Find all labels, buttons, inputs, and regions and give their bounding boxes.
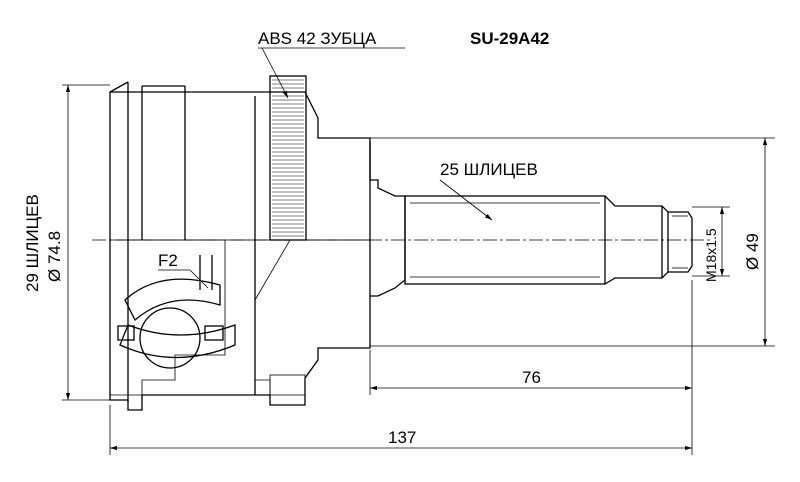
ball <box>139 307 201 369</box>
housing-splines-label: 29 ШЛИЦЕВ <box>23 194 42 292</box>
section-mark-label: F2 <box>158 251 178 270</box>
shaft-length-label: 76 <box>522 368 541 387</box>
thread-label: M18x1.5 <box>703 228 719 282</box>
overall-length-label: 137 <box>388 428 416 447</box>
shaft-diameter-label: Ø 49 <box>743 233 762 270</box>
housing <box>109 81 371 411</box>
housing-diameter-label: Ø 74.8 <box>45 231 64 282</box>
housing-section <box>109 239 371 406</box>
dimensions <box>62 47 775 455</box>
part-number: SU-29A42 <box>470 29 549 48</box>
shaft-splines-label: 25 ШЛИЦЕВ <box>440 160 538 179</box>
abs-teeth-label: ABS 42 ЗУБЦА <box>258 29 377 48</box>
abs-ring <box>269 75 307 241</box>
